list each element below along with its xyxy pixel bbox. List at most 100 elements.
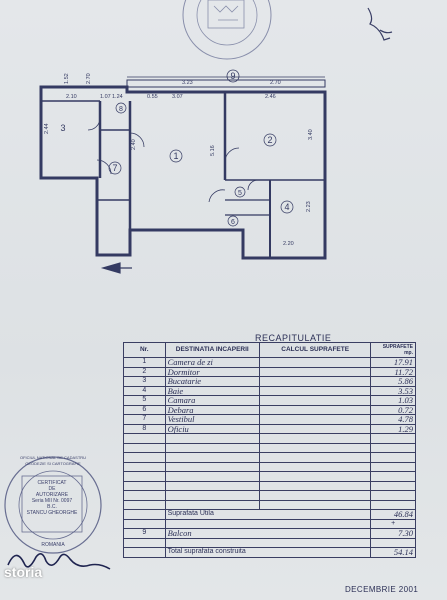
stamp-line-5: B.C. [47, 504, 57, 510]
dimension-label: 2.20 [283, 241, 294, 247]
row-calc [258, 423, 372, 434]
dimension-label: 2.10 [66, 94, 77, 100]
room-5-number: 5 [238, 190, 242, 197]
row-name: Baie [164, 385, 260, 396]
row-nr: 5 [123, 395, 166, 406]
storia-watermark: storia [4, 564, 43, 580]
row-nr: 3 [123, 376, 166, 387]
document-date: DECEMBRIE 2001 [345, 585, 419, 594]
empty-row [123, 433, 416, 444]
floor-plan: 1 2 3 4 5 6 7 8 9 1.52 2.70 3.23 2.70 0.… [39, 0, 393, 274]
dimension-label: 2.44 [44, 123, 50, 134]
table-row: 3 Bucatarie 5.86 [123, 376, 416, 387]
useful-area-row: Suprafata Utila 46.84 [123, 509, 416, 520]
row-area: 1.03 [370, 395, 416, 406]
useful-area-value: 46.84 [370, 509, 416, 520]
row-nr: 7 [123, 414, 166, 425]
row-nr: 4 [123, 385, 166, 396]
row-calc [258, 385, 372, 396]
total-row: Total suprafata construita 54.14 [123, 547, 416, 558]
empty-row [123, 461, 416, 472]
dimension-label: 3.07 [172, 94, 183, 100]
empty-row [123, 442, 416, 453]
empty-row [123, 537, 416, 548]
dimension-label: 1.07 [100, 94, 111, 100]
dimension-label: 2.70 [86, 73, 92, 84]
row-area: 0.72 [370, 404, 416, 415]
total-label: Total suprafata construita [164, 547, 372, 558]
row-name: Camera de zi [164, 357, 260, 368]
balcony-row: 9 Balcon 7.30 [123, 528, 416, 539]
row-nr: 1 [123, 357, 166, 368]
balcony-nr: 9 [123, 528, 166, 539]
row-nr: 8 [123, 423, 166, 434]
header-area: SUPRAFETE mp. [370, 342, 416, 358]
empty-row [123, 499, 416, 510]
row-calc [258, 414, 372, 425]
row-name: Debara [164, 404, 260, 415]
stamp-line-2: DE [48, 486, 56, 492]
room-3-number: 3 [60, 123, 65, 133]
recap-title: RECAPITULATIE [255, 333, 332, 343]
header-calc: CALCUL SUPRAFETE [258, 342, 372, 358]
table-row: 5 Camara 1.03 [123, 395, 416, 406]
row-calc [258, 395, 372, 406]
row-area: 17.91 [370, 357, 416, 368]
empty-row [123, 480, 416, 491]
header-destination: DESTINATIA INCAPERII [164, 342, 260, 358]
row-calc [258, 404, 372, 415]
dimension-label: 2.46 [265, 94, 276, 100]
balcony-name: Balcon [164, 528, 372, 539]
header-area-unit: mp. [404, 350, 413, 356]
balcony-value: 7.30 [370, 528, 416, 539]
row-area: 3.53 [370, 385, 416, 396]
header-area-label: SUPRAFETE [382, 344, 413, 350]
dimension-label: 2.23 [306, 201, 312, 212]
row-nr: 2 [123, 366, 166, 377]
dimension-label: 1.24 [112, 94, 123, 100]
north-arrow [100, 262, 132, 274]
stamp-body: CERTIFICAT DE AUTORIZARE Seria MII Nr. 0… [22, 480, 82, 516]
empty-row [123, 490, 416, 501]
room-4-number: 4 [284, 202, 289, 212]
row-area: 4.78 [370, 414, 416, 425]
table-row: 8 Oficiu 1.29 [123, 423, 416, 434]
total-value: 54.14 [370, 547, 416, 558]
room-8-number: 8 [119, 106, 123, 113]
row-name: Camara [164, 395, 260, 406]
table-header: Nr. DESTINATIA INCAPERII CALCUL SUPRAFET… [123, 342, 416, 358]
table-row: 6 Debara 0.72 [123, 404, 416, 415]
table-row: 4 Baie 3.53 [123, 385, 416, 396]
row-area: 1.29 [370, 423, 416, 434]
row-calc [258, 376, 372, 387]
stamp-line-4: Seria MII Nr. 0097 [31, 498, 73, 504]
dimension-label: 3.40 [308, 129, 314, 140]
header-nr: Nr. [123, 342, 166, 358]
empty-row [123, 471, 416, 482]
stamp-line-3: AUTORIZARE [35, 492, 69, 498]
table-row: 7 Vestibul 4.78 [123, 414, 416, 425]
row-area: 5.86 [370, 376, 416, 387]
plus-row: + [123, 518, 416, 529]
row-name: Oficiu [164, 423, 260, 434]
room-1-number: 1 [173, 151, 178, 161]
dimension-label: 5.16 [210, 145, 216, 156]
plus-sign: + [370, 518, 416, 529]
recap-table: Nr. DESTINATIA INCAPERII CALCUL SUPRAFET… [123, 342, 416, 558]
dimension-label: 1.52 [64, 73, 70, 84]
dimension-label: 3.23 [182, 80, 193, 86]
table-row: 1 Camera de zi 17.91 [123, 357, 416, 368]
useful-area-label: Suprafata Utila [164, 509, 372, 520]
stamp-country: ROMANIA [41, 542, 65, 548]
top-stamp [182, 0, 272, 60]
stamp-line-6: STANCU GHEORGHE [26, 510, 78, 516]
dimension-label: 2.70 [270, 80, 281, 86]
row-calc [258, 357, 372, 368]
row-name: Vestibul [164, 414, 260, 425]
room-6-number: 6 [231, 219, 235, 226]
row-name: Dormitor [164, 366, 260, 377]
row-area: 11.72 [370, 366, 416, 377]
dimension-label: 0.55 [147, 94, 158, 100]
empty-row [123, 452, 416, 463]
dimension-label: 2.40 [131, 139, 137, 150]
